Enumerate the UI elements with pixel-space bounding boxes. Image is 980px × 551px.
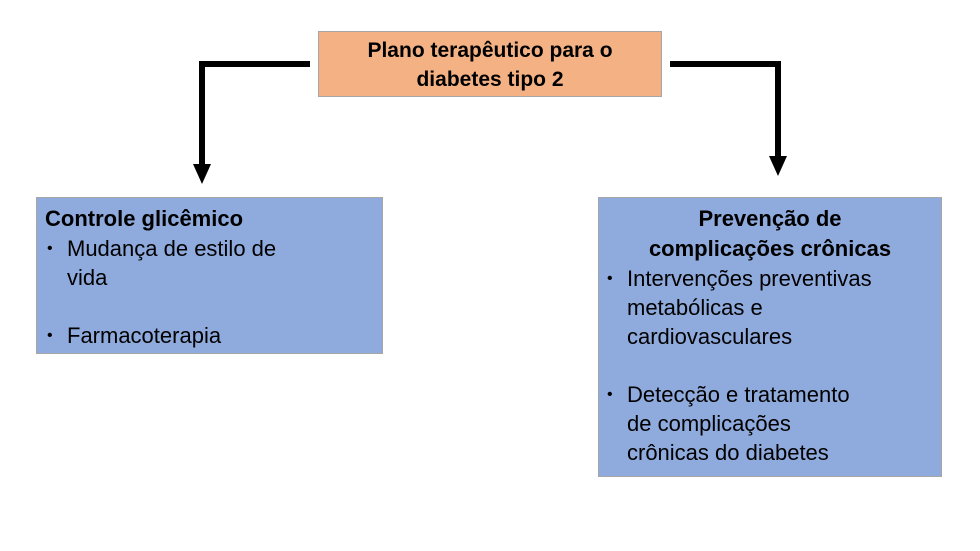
list-item: • Mudança de estilo de vida bbox=[45, 234, 374, 292]
glycemic-control-box: Controle glicêmico • Mudança de estilo d… bbox=[36, 197, 383, 354]
left-connector-line bbox=[199, 61, 310, 168]
glycemic-control-list: • Mudança de estilo de vida • Farmacoter… bbox=[45, 234, 374, 350]
list-item-line: cardiovasculares bbox=[627, 324, 793, 349]
list-item-line: de complicações bbox=[627, 411, 791, 436]
glycemic-control-title: Controle glicêmico bbox=[45, 206, 244, 231]
right-connector-line bbox=[670, 61, 781, 160]
bullet-icon: • bbox=[47, 240, 53, 257]
plan-title-line-2: diabetes tipo 2 bbox=[416, 68, 564, 91]
bullet-icon: • bbox=[47, 327, 53, 344]
list-item: • Intervenções preventivas metabólicas e… bbox=[605, 264, 935, 351]
list-item: • Farmacoterapia bbox=[45, 321, 374, 350]
list-item-line: Mudança de estilo de bbox=[67, 236, 277, 261]
plan-title-line-1: Plano terapêutico para o bbox=[367, 39, 613, 62]
list-item-line: Detecção e tratamento bbox=[627, 382, 850, 407]
chronic-complications-title-line-2: complicações crônicas bbox=[648, 236, 892, 261]
list-item: • Detecção e tratamento de complicações … bbox=[605, 380, 935, 467]
chronic-complications-list: • Intervenções preventivas metabólicas e… bbox=[605, 264, 935, 467]
list-item-line: vida bbox=[67, 265, 108, 290]
plan-title-box: Plano terapêutico para o diabetes tipo 2 bbox=[318, 31, 662, 97]
list-item-line: Farmacoterapia bbox=[67, 323, 222, 348]
chronic-complications-box: Prevenção de complicações crônicas • Int… bbox=[598, 197, 942, 477]
left-connector-arrowhead bbox=[193, 164, 211, 184]
list-item-line: Intervenções preventivas bbox=[627, 266, 872, 291]
list-item-line: metabólicas e bbox=[627, 295, 763, 320]
bullet-icon: • bbox=[607, 270, 613, 287]
bullet-icon: • bbox=[607, 386, 613, 403]
list-item-line: crônicas do diabetes bbox=[627, 440, 829, 465]
chronic-complications-title-line-1: Prevenção de bbox=[698, 206, 842, 231]
right-connector-arrowhead bbox=[769, 156, 787, 176]
